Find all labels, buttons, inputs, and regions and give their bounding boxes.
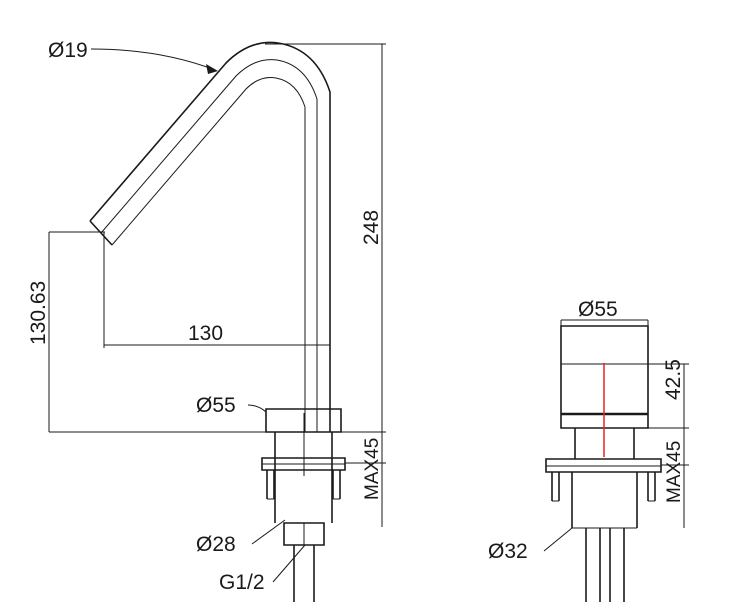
dim-label-base-diameter-side: Ø55 bbox=[196, 394, 236, 417]
dim-label-spout-height: 130.63 bbox=[27, 281, 50, 345]
dim-label-shank-diameter: Ø28 bbox=[196, 533, 236, 556]
dim-label-mount-shank-diameter: Ø32 bbox=[488, 540, 528, 563]
front-shank-block bbox=[571, 472, 638, 529]
dim-label-spout-reach: 130 bbox=[188, 322, 223, 345]
dim-overall-height bbox=[265, 43, 386, 433]
dim-mount-shank-diameter bbox=[543, 527, 573, 552]
dim-base-diameter-side bbox=[247, 404, 267, 413]
dim-label-max-deck-side: MAX45 bbox=[362, 438, 383, 500]
bracket-bolts bbox=[266, 470, 341, 500]
dim-max-deck-side bbox=[345, 432, 386, 527]
dim-body-height bbox=[645, 363, 689, 429]
dim-label-overall-height: 248 bbox=[360, 210, 383, 245]
supply-hoses bbox=[293, 545, 315, 602]
dim-body-diameter bbox=[560, 319, 649, 329]
dim-label-thread-size: G1/2 bbox=[219, 571, 265, 594]
front-mounting-bracket bbox=[545, 458, 662, 473]
dim-max-deck-front bbox=[661, 428, 689, 528]
dim-label-spout-diameter: Ø19 bbox=[48, 39, 88, 62]
front-bracket-bolts bbox=[551, 472, 656, 502]
mounting-shank bbox=[274, 432, 333, 523]
spout-outline bbox=[89, 41, 331, 432]
dim-label-max-deck-front: MAX45 bbox=[664, 441, 685, 503]
front-supply-hoses bbox=[585, 528, 625, 602]
dim-label-body-diameter: Ø55 bbox=[578, 298, 618, 321]
front-view-group: Ø55 42.5 MAX45 Ø32 bbox=[488, 298, 689, 602]
dim-spout-reach bbox=[103, 232, 330, 348]
side-view-group: Ø19 248 130.63 130 bbox=[27, 39, 386, 602]
dim-spout-diameter bbox=[90, 48, 218, 74]
hex-nut bbox=[283, 522, 325, 546]
body-neck bbox=[574, 428, 635, 459]
dim-spout-height bbox=[48, 231, 266, 433]
dim-label-body-height: 42.5 bbox=[662, 359, 685, 400]
dim-thread-size bbox=[272, 544, 306, 583]
dim-shank-diameter bbox=[251, 519, 286, 545]
